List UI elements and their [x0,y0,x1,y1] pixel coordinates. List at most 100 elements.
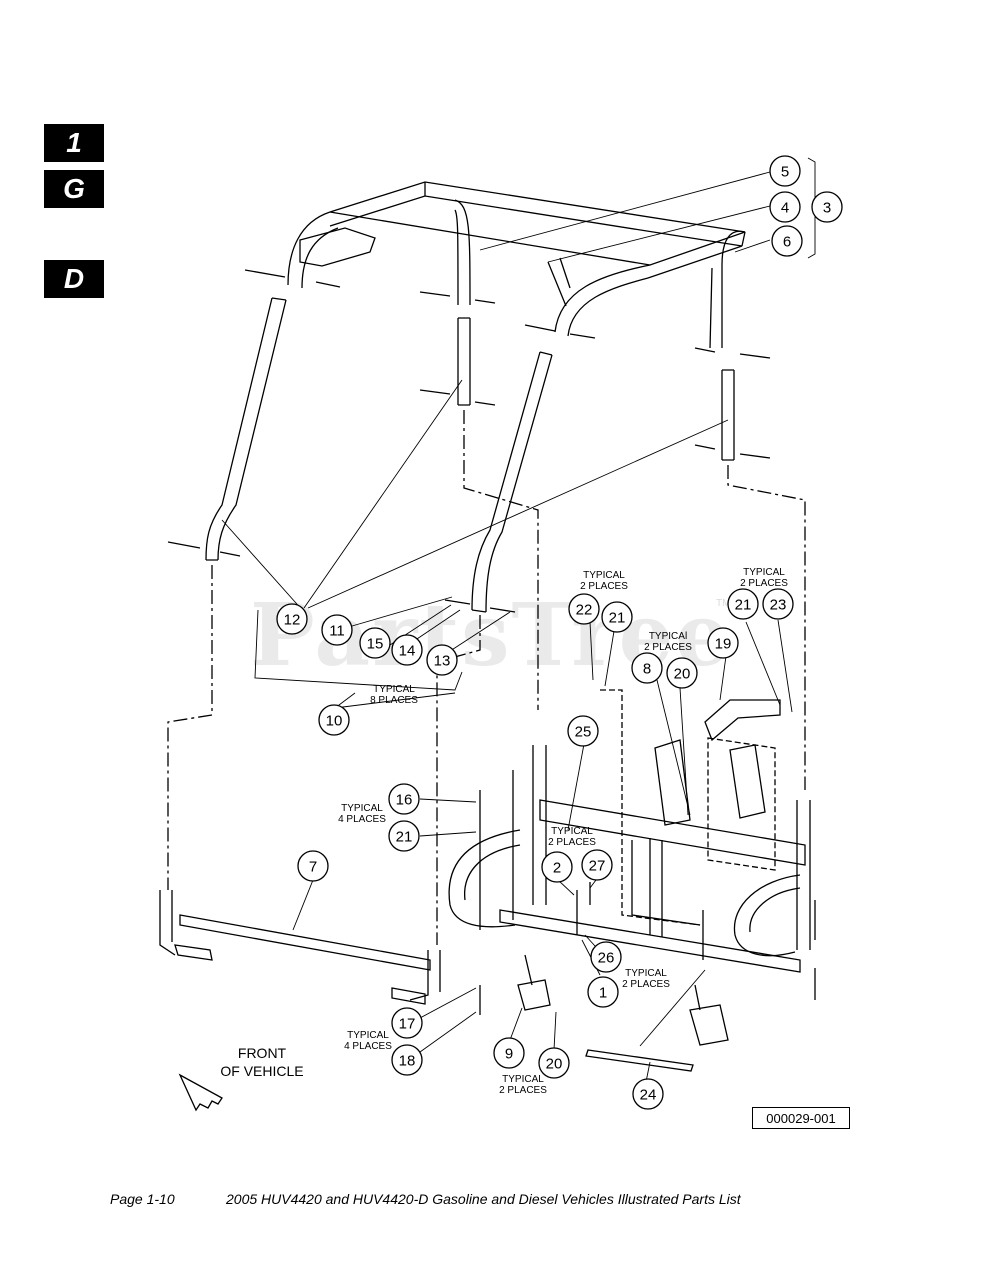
callout-circle[interactable] [727,588,759,620]
typical-places-note: TYPICAL [583,570,625,581]
callout-number: 19 [715,636,732,653]
callout-circle[interactable] [601,601,633,633]
callout-24[interactable]: 24 [632,1078,664,1110]
typical-places-note: TYPICAL [743,567,785,578]
callout-number: 14 [399,643,416,660]
callout-10[interactable]: 10 [318,704,350,736]
callout-circle[interactable] [769,155,801,187]
callout-circle[interactable] [388,820,420,852]
callout-5[interactable]: 5 [769,155,801,187]
footer-page-number: Page 1-10 [110,1191,175,1207]
callout-9[interactable]: 9 [493,1037,525,1069]
callout-circle[interactable] [587,976,619,1008]
section-tab-g[interactable]: G [44,170,104,208]
callout-21[interactable]: 21 [727,588,759,620]
callout-number: 10 [326,713,343,730]
typical-places-note: TYPICAL [373,684,415,695]
callout-circle[interactable] [493,1037,525,1069]
callout-25[interactable]: 25 [567,715,599,747]
callout-number: 22 [576,602,593,619]
callout-2[interactable]: 2 [541,851,573,883]
callout-13[interactable]: 13 [426,644,458,676]
typical-places-note: TYPICAL [502,1074,544,1085]
callout-circle[interactable] [391,1044,423,1076]
callout-circle[interactable] [541,851,573,883]
callout-1[interactable]: 1 [587,976,619,1008]
callout-circle[interactable] [811,191,843,223]
front-of-vehicle-label: FRONT [238,1045,287,1061]
callout-circle[interactable] [762,588,794,620]
typical-places-note: TYPICAL [625,968,667,979]
typical-places-note: 8 PLACES [370,695,418,706]
callout-17[interactable]: 17 [391,1007,423,1039]
callout-circle[interactable] [771,225,803,257]
callout-20[interactable]: 20 [666,657,698,689]
callout-circle[interactable] [769,191,801,223]
callout-number: 24 [640,1087,657,1104]
callout-3[interactable]: 3 [811,191,843,223]
callout-8[interactable]: 8 [631,652,663,684]
callout-number: 2 [553,860,561,877]
callout-circle[interactable] [276,603,308,635]
typical-places-note: 4 PLACES [344,1041,392,1052]
section-tab-1[interactable]: 1 [44,124,104,162]
callout-23[interactable]: 23 [762,588,794,620]
callout-circle[interactable] [297,850,329,882]
callout-circle[interactable] [666,657,698,689]
typical-places-note: 2 PLACES [548,837,596,848]
callout-circle[interactable] [391,1007,423,1039]
callout-number: 4 [781,200,789,217]
callout-number: 16 [396,792,413,809]
callout-15[interactable]: 15 [359,627,391,659]
callout-circle[interactable] [632,1078,664,1110]
drawing-id-box: 000029-001 [752,1107,850,1129]
callout-22[interactable]: 22 [568,593,600,625]
callout-number: 21 [609,610,626,627]
callout-circle[interactable] [426,644,458,676]
callout-number: 8 [643,661,651,678]
callout-21[interactable]: 21 [388,820,420,852]
callout-18[interactable]: 18 [391,1044,423,1076]
callout-number: 15 [367,636,384,653]
callout-number: 1 [599,985,607,1002]
callout-circle[interactable] [538,1047,570,1079]
callout-number: 17 [399,1016,416,1033]
footer-title: 2005 HUV4420 and HUV4420-D Gasoline and … [226,1191,741,1207]
callout-circle[interactable] [318,704,350,736]
callout-circle[interactable] [321,614,353,646]
callout-circle[interactable] [568,593,600,625]
callout-27[interactable]: 27 [581,849,613,881]
section-tab-d[interactable]: D [44,260,104,298]
callout-21[interactable]: 21 [601,601,633,633]
callout-circle[interactable] [388,783,420,815]
callout-14[interactable]: 14 [391,634,423,666]
callout-number: 13 [434,653,451,670]
callout-6[interactable]: 6 [771,225,803,257]
callout-circle[interactable] [707,627,739,659]
typical-places-note: 2 PLACES [740,578,788,589]
callout-circle[interactable] [631,652,663,684]
callout-circle[interactable] [590,941,622,973]
callout-circle[interactable] [581,849,613,881]
callout-19[interactable]: 19 [707,627,739,659]
callout-circle[interactable] [391,634,423,666]
callout-4[interactable]: 4 [769,191,801,223]
callout-7[interactable]: 7 [297,850,329,882]
typical-places-note: 2 PLACES [644,642,692,653]
callout-number: 21 [735,597,752,614]
typical-places-note: TYPICAL [341,803,383,814]
typical-places-note: 4 PLACES [338,814,386,825]
callout-number: 7 [309,859,317,876]
callout-12[interactable]: 12 [276,603,308,635]
callout-16[interactable]: 16 [388,783,420,815]
callout-circle[interactable] [567,715,599,747]
callout-circle[interactable] [359,627,391,659]
typical-places-note: TYPICAL [551,826,593,837]
callout-11[interactable]: 11 [321,614,353,646]
callout-26[interactable]: 26 [590,941,622,973]
diagram-linework [159,157,818,1112]
callout-20[interactable]: 20 [538,1047,570,1079]
